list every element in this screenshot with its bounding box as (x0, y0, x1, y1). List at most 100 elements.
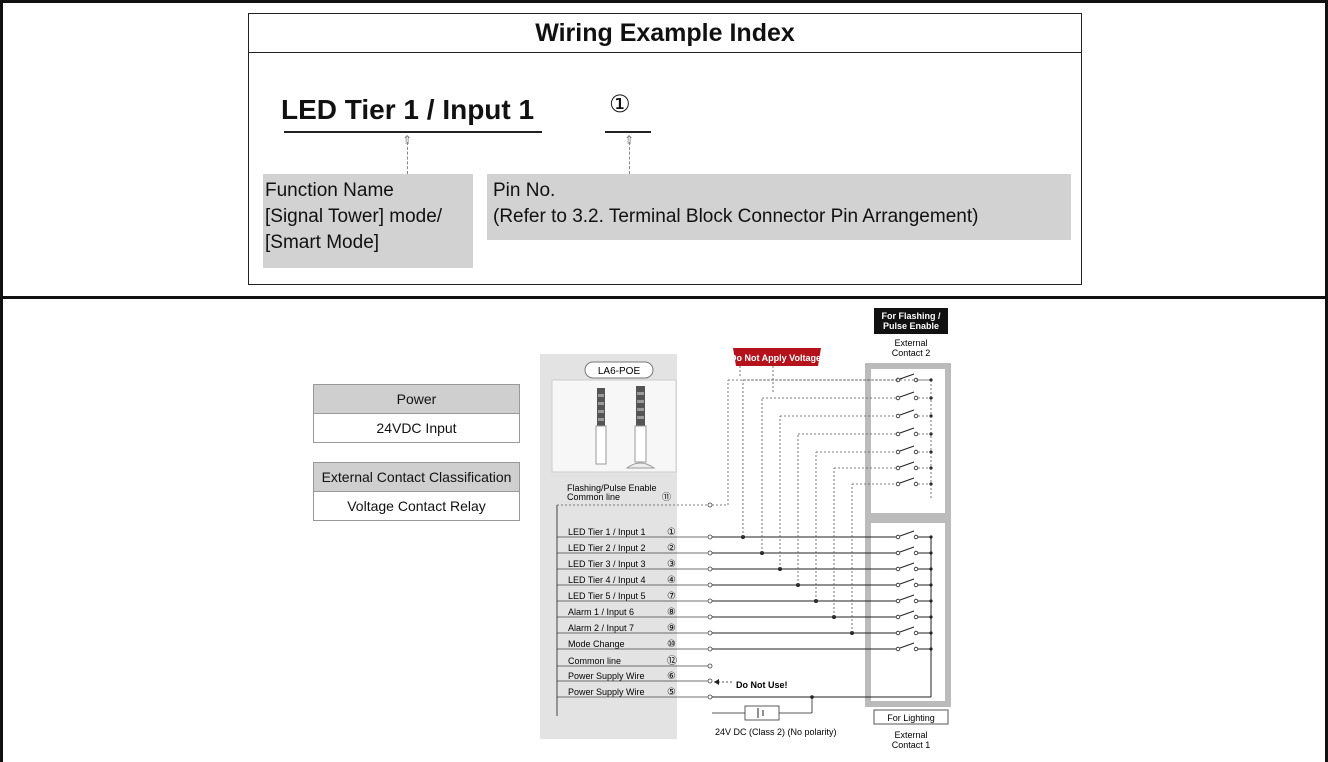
terminal-pin: ⑨ (667, 623, 676, 634)
pin-desc-line: (Refer to 3.2. Terminal Block Connector … (493, 206, 979, 227)
terminal-dot (707, 550, 713, 556)
terminal-dot (707, 646, 713, 652)
external-contact-2-label: Contact 2 (892, 348, 931, 358)
pin-desc-line: Pin No. (493, 180, 556, 201)
relay-node (913, 449, 919, 455)
power-legend-header: Power (314, 385, 519, 414)
pin-underline (605, 131, 651, 133)
terminal-label: LED Tier 5 / Input 5 (568, 591, 646, 601)
relay-switch (899, 391, 915, 398)
flashing-badge-text: Pulse Enable (883, 321, 939, 331)
terminal-dot (707, 678, 713, 684)
terminal-label: Alarm 2 / Input 7 (568, 623, 634, 633)
index-title: Wiring Example Index (535, 18, 795, 47)
relay-node (895, 449, 901, 455)
relay-switch (899, 594, 915, 601)
relay-node (913, 431, 919, 437)
relay-node (895, 534, 901, 540)
terminal-label: Power Supply Wire (568, 687, 645, 697)
terminal-pin: ⑥ (667, 671, 676, 682)
battery-icon (744, 705, 780, 721)
function-pointer-arrow-icon: ⇑ (402, 133, 413, 147)
wiring-example-index: Wiring Example Index LED Tier 1 / Input … (248, 13, 1082, 285)
relay-node (913, 465, 919, 471)
relay-node (913, 566, 919, 572)
relay-switch (899, 626, 915, 633)
section-divider (0, 296, 1328, 299)
terminal-pin: ② (667, 543, 676, 554)
function-name-example: LED Tier 1 / Input 1 (281, 94, 535, 125)
terminal-dot (707, 566, 713, 572)
flashing-badge-text: For Flashing / (881, 311, 941, 321)
wire-group (556, 366, 933, 721)
terminal-label: LED Tier 3 / Input 3 (568, 559, 646, 569)
device-image-area (551, 379, 677, 473)
terminal-dot (707, 614, 713, 620)
relay-node (895, 465, 901, 471)
terminal-label: Mode Change (568, 639, 625, 649)
do-not-use-arrow-icon (714, 679, 719, 685)
terminal-dot (707, 663, 713, 669)
relay-switch (899, 409, 915, 416)
relay-node (895, 630, 901, 636)
relay-node (895, 614, 901, 620)
contact-legend-header: External Contact Classification (314, 463, 519, 492)
relay-node (913, 534, 919, 540)
terminal-dot (707, 694, 713, 700)
function-name-description: Function Name [Signal Tower] mode/ [Smar… (263, 174, 473, 268)
function-pointer-line (407, 142, 408, 174)
relay-node (913, 614, 919, 620)
relay-switch (899, 373, 915, 380)
relay-node (913, 582, 919, 588)
relay-switch (899, 427, 915, 434)
lighting-badge-text: For Lighting (887, 713, 935, 723)
relay-node (895, 413, 901, 419)
pin-number-example: ① (609, 91, 631, 118)
relay-switch (899, 530, 915, 537)
external-contact-1-label: Contact 1 (892, 740, 931, 750)
contact-legend: External Contact Classification Voltage … (313, 462, 520, 521)
junction-dot (810, 695, 814, 699)
function-desc-line: [Signal Tower] mode/ (265, 206, 443, 227)
flash-common-label: Common line (567, 492, 620, 502)
terminal-pin: ③ (667, 559, 676, 570)
terminal-pin: ⑤ (667, 687, 676, 698)
terminal-pin: ① (667, 527, 676, 538)
warning-banner-text: Do Not Apply Voltage! (730, 353, 824, 363)
terminal-dot (707, 598, 713, 604)
relay-node (895, 646, 901, 652)
terminal-label: LED Tier 4 / Input 4 (568, 575, 646, 585)
relay-node (913, 481, 919, 487)
relay-switch (899, 578, 915, 585)
relay-switch (899, 642, 915, 649)
function-desc-line: Function Name (265, 180, 394, 201)
external-contact-2-label: External (894, 338, 927, 348)
relay-node (895, 550, 901, 556)
relay-node (913, 413, 919, 419)
terminal-label: LED Tier 2 / Input 2 (568, 543, 646, 553)
relay-switch (899, 445, 915, 452)
relay-node (895, 481, 901, 487)
external-contact-1-label: External (894, 730, 927, 740)
function-underline (284, 131, 542, 133)
relay-node (913, 395, 919, 401)
terminal-pin: ⑩ (667, 639, 676, 650)
external-contact-2-block (865, 363, 951, 519)
flash-common-label: Flashing/Pulse Enable (567, 483, 657, 493)
relay-node (913, 598, 919, 604)
terminal-label: Power Supply Wire (568, 671, 645, 681)
power-supply-label: 24V DC (Class 2) (No polarity) (715, 727, 837, 737)
device-label-pill (584, 361, 654, 379)
relay-node (895, 566, 901, 572)
relay-node (913, 646, 919, 652)
pin-pointer-line (629, 142, 630, 174)
relay-node (895, 395, 901, 401)
do-not-use-label: Do Not Use! (736, 680, 788, 690)
relay-node (895, 598, 901, 604)
terminal-pin: ⑦ (667, 591, 676, 602)
terminal-dot (707, 534, 713, 540)
